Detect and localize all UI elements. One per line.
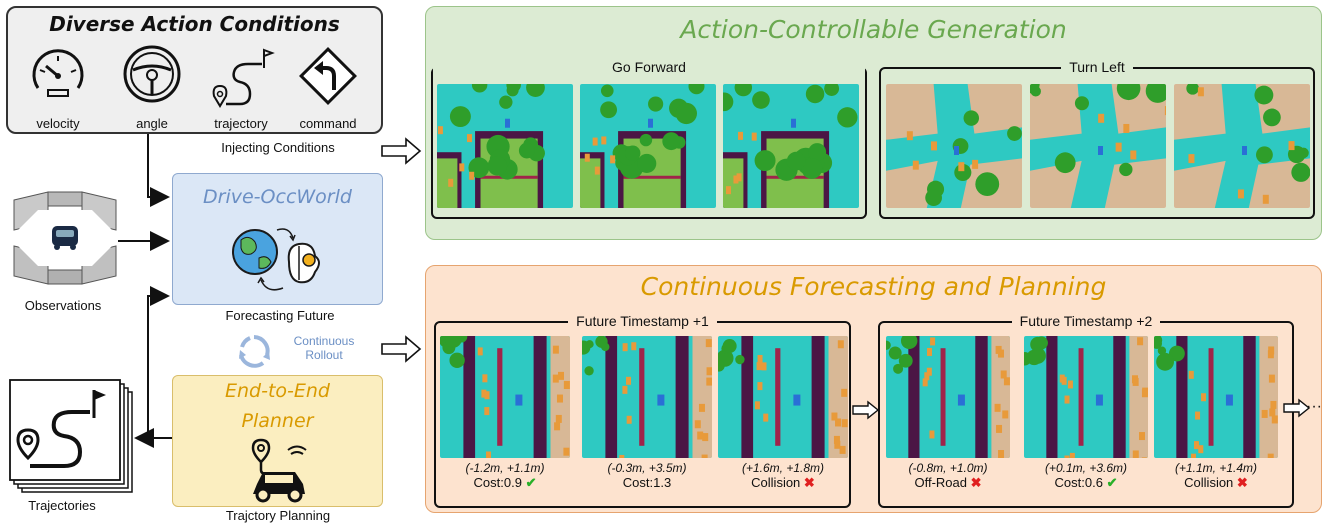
occupancy-map	[582, 336, 712, 458]
forecast-cost-1-2: Cost:1.3	[623, 475, 671, 490]
check-icon: ✔	[1107, 475, 1118, 490]
occupancy-map	[1024, 336, 1148, 458]
forecast-coord-2-2: (+0.1m, +3.6m)	[1022, 461, 1150, 475]
gen-frame-forward-3	[723, 84, 859, 208]
timestamp-arrow	[852, 402, 880, 418]
check-icon: ✔	[526, 475, 537, 490]
occupancy-map	[1174, 84, 1310, 208]
forecast-caption-1-3: (+1.6m, +1.8m) Collision ✖	[718, 461, 848, 491]
forecast-caption-1-2: (-0.3m, +3.5m) Cost:1.3	[582, 461, 712, 490]
forecast-cost-2-1: Off-Road	[914, 475, 967, 490]
rollout-line1: Continuous	[282, 334, 366, 348]
go-forward-label: Go Forward	[604, 59, 694, 75]
forecast-cost-1-1: Cost:0.9	[474, 475, 522, 490]
rollout-icon	[236, 333, 272, 369]
forecast-cost-1-3: Collision	[751, 475, 800, 490]
gen-frame-forward-2	[580, 84, 716, 208]
gen-frame-left-2	[1030, 84, 1166, 208]
ellipsis: ···	[1306, 398, 1322, 416]
occupancy-map	[718, 336, 848, 458]
gen-frame-left-1	[886, 84, 1022, 208]
occupancy-map	[440, 336, 570, 458]
observations-label: Observations	[10, 298, 116, 313]
forecast-frame-2-2	[1024, 336, 1148, 458]
cross-icon: ✖	[971, 475, 982, 490]
forecast-cost-2-3: Collision	[1184, 475, 1233, 490]
forecast-coord-1-3: (+1.6m, +1.8m)	[718, 461, 848, 475]
planner-title-line1: End-to-End	[173, 380, 382, 402]
forecasting-title: Continuous Forecasting and Planning	[426, 272, 1321, 301]
forecast-frame-1-3	[718, 336, 848, 458]
timestamp-2-label: Future Timestamp +2	[1012, 313, 1161, 329]
autonomous-car-icon	[247, 436, 313, 502]
earth-brain-icon	[227, 222, 331, 296]
forecast-frame-2-3	[1154, 336, 1278, 458]
forecast-frame-2-1	[886, 336, 1010, 458]
forecast-coord-1-2: (-0.3m, +3.5m)	[582, 461, 712, 475]
drive-occworld-title: Drive-OccWorld	[173, 186, 382, 208]
forecast-caption-2-3: (+1.1m, +1.4m) Collision ✖	[1152, 461, 1280, 491]
cross-icon: ✖	[804, 475, 815, 490]
forecast-frame-1-2	[582, 336, 712, 458]
cross-icon: ✖	[1237, 475, 1248, 490]
forecast-caption-2-1: (-0.8m, +1.0m) Off-Road ✖	[884, 461, 1012, 491]
rollout-line2: Rollout	[282, 348, 366, 362]
occupancy-map	[723, 84, 859, 208]
forecast-frame-1-1	[440, 336, 570, 458]
forecast-cost-2-2: Cost:0.6	[1055, 475, 1103, 490]
forecast-coord-2-1: (-0.8m, +1.0m)	[884, 461, 1012, 475]
forecast-caption-2-2: (+0.1m, +3.6m) Cost:0.6 ✔	[1022, 461, 1150, 491]
trajectories-stack	[8, 378, 136, 496]
planner-panel: End-to-End Planner	[172, 375, 383, 507]
planner-title-line2: Planner	[173, 410, 382, 432]
occupancy-map	[1154, 336, 1278, 458]
forecast-caption-1-1: (-1.2m, +1.1m) Cost:0.9 ✔	[440, 461, 570, 491]
observations-images	[8, 190, 122, 286]
drive-occworld-panel: Drive-OccWorld	[172, 173, 383, 305]
timestamp-1-label: Future Timestamp +1	[568, 313, 717, 329]
occupancy-map	[437, 84, 573, 208]
gen-frame-left-3	[1174, 84, 1310, 208]
trajectories-label: Trajectories	[10, 498, 114, 513]
forecast-coord-1-1: (-1.2m, +1.1m)	[440, 461, 570, 475]
occupancy-map	[886, 336, 1010, 458]
forecasting-future-label: Forecasting Future	[192, 308, 368, 323]
occupancy-map	[886, 84, 1022, 208]
forecast-coord-2-3: (+1.1m, +1.4m)	[1152, 461, 1280, 475]
occupancy-map	[1030, 84, 1166, 208]
turn-left-label: Turn Left	[1061, 59, 1133, 75]
gen-frame-forward-1	[437, 84, 573, 208]
occupancy-map	[580, 84, 716, 208]
rollout-text: Continuous Rollout	[282, 334, 366, 362]
generation-title: Action-Controllable Generation	[426, 15, 1321, 44]
trajectory-planning-label: Trajctory Planning	[196, 508, 360, 523]
